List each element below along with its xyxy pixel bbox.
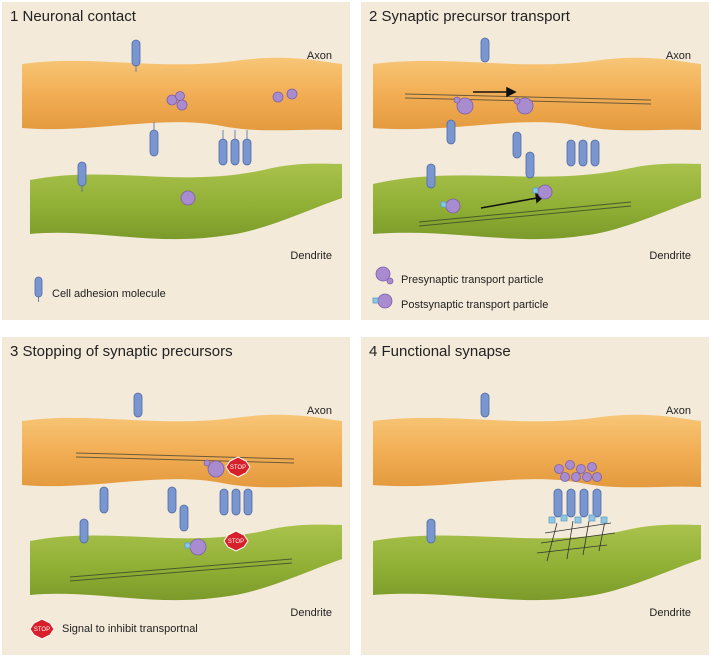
cell-adhesion-molecule-icon: [426, 392, 602, 544]
legend-icons: [372, 266, 394, 309]
dendrite: [30, 524, 342, 601]
axon-label: Axon: [665, 405, 691, 417]
axon: [373, 414, 701, 488]
stop-sign-icon: [29, 456, 251, 640]
axon: [22, 414, 342, 488]
receptor-cluster: [548, 514, 608, 524]
stop-text: STOP: [34, 627, 50, 633]
dendrite-label: Dendrite: [649, 250, 691, 262]
panel-synaptic-precursor-transport: 2 Synaptic precursor transport Axon Dend…: [361, 2, 709, 320]
presynaptic-particle-icon: [203, 459, 225, 478]
microtubule-dendrite: [418, 201, 632, 227]
dendrite-label: Dendrite: [290, 607, 332, 619]
postsynaptic-particle-icon: [440, 184, 553, 214]
stop-text: STOP: [230, 465, 246, 471]
panel-title: 1 Neuronal contact: [10, 8, 136, 25]
cell-adhesion-molecule-icon: [426, 37, 600, 189]
axon-label: Axon: [306, 50, 332, 62]
axon-label: Axon: [306, 405, 332, 417]
legend-postsynaptic: Postsynaptic transport particle: [401, 299, 549, 311]
microtubule-axon: [75, 452, 295, 464]
synaptic-vesicles: [554, 460, 602, 482]
legend-presynaptic: Presynaptic transport particle: [401, 274, 544, 286]
panel-stopping-precursors: STOP STOP STOP 3 Stopping of synaptic pr…: [2, 337, 350, 655]
stop-sign-text: STOP STOP STOP: [34, 465, 246, 633]
legend-cell-adhesion: Cell adhesion molecule: [52, 288, 166, 300]
cell-adhesion-molecule-icon: [77, 39, 252, 192]
panel-functional-synapse: 4 Functional synapse Axon Dendrite: [361, 337, 709, 655]
panel-title: 3 Stopping of synaptic precursors: [10, 343, 233, 360]
panel-4-illustration: [373, 392, 701, 601]
panel-title: 4 Functional synapse: [369, 343, 511, 360]
dendrite: [373, 524, 701, 601]
legend-stop-signal: Signal to inhibit transportnal: [62, 623, 198, 635]
legend-molecule-icon: [34, 276, 43, 302]
postsynaptic-scaffold: [536, 520, 616, 562]
axon: [373, 57, 701, 131]
stop-text: STOP: [228, 539, 244, 545]
panel-title: 2 Synaptic precursor transport: [369, 8, 570, 25]
panel-1-overlay: [34, 39, 298, 302]
cell-adhesion-molecule-icon: [79, 392, 253, 544]
microtubule-dendrite: [69, 558, 293, 582]
axon-label: Axon: [665, 50, 691, 62]
panel-2-illustration: [372, 37, 701, 309]
panel-3-illustration: STOP STOP STOP: [22, 392, 342, 640]
dendrite-label: Dendrite: [649, 607, 691, 619]
dendrite-label: Dendrite: [290, 250, 332, 262]
panel-neuronal-contact: 1 Neuronal contact Axon Dendrite Cell ad…: [2, 2, 350, 320]
postsynaptic-particle-icon: [184, 538, 207, 556]
presynaptic-particle-icon: [453, 96, 534, 115]
vesicle-cluster: [166, 88, 298, 206]
